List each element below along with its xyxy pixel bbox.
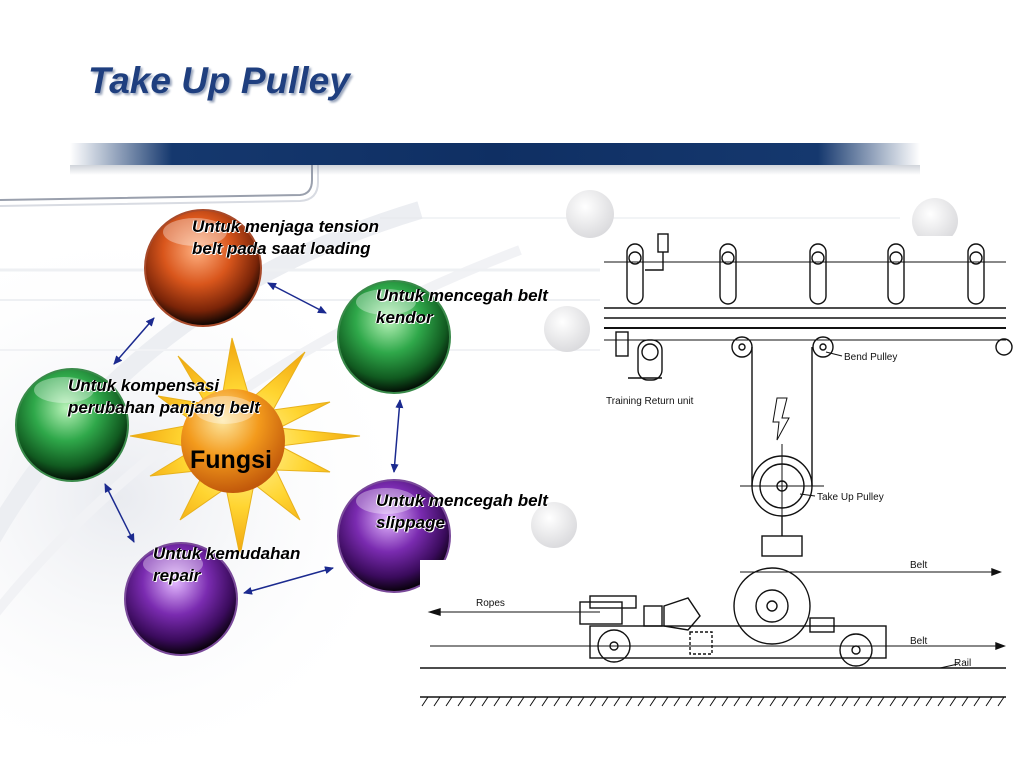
function-label-slippage: Untuk mencegah belt slippage (376, 490, 548, 534)
label-take-up-pulley: Take Up Pulley (817, 492, 884, 503)
function-label-line: kendor (376, 308, 433, 327)
training-linkage (645, 252, 664, 271)
function-label-line: perubahan panjang belt (68, 398, 260, 417)
connector-arrow (104, 483, 135, 543)
bend-pulley-right (812, 336, 834, 358)
take-up-carriage (589, 625, 887, 659)
leader-line (825, 351, 843, 357)
carriage-bracket (809, 617, 835, 633)
label-rail: Rail (954, 658, 971, 669)
training-return-roller (641, 343, 659, 361)
horizontal-take-up-axle (766, 600, 778, 612)
function-label-line: Untuk mencegah belt (376, 491, 548, 510)
sphere-kendor (337, 280, 451, 394)
belt-bottom-arrow (995, 641, 1006, 651)
label-ropes: Ropes (476, 598, 505, 609)
training-return-unit (637, 339, 663, 381)
title-banner (70, 143, 920, 165)
center-sphere (181, 389, 285, 493)
training-return-unit (615, 331, 629, 357)
rope-clamp-top (589, 595, 637, 609)
horizontal-take-up-pulley (733, 567, 811, 645)
carriage-plate (689, 631, 713, 655)
connector-arrow (243, 566, 334, 595)
label-belt-top: Belt (910, 560, 927, 571)
label-training-return-unit: Training Return unit (606, 396, 694, 407)
center-label: Fungsi (190, 446, 272, 474)
sphere-kompensasi (15, 368, 129, 482)
rope-yoke (663, 597, 701, 631)
function-label-line: slippage (376, 513, 445, 532)
function-label-line: Untuk kemudahan (153, 544, 301, 563)
label-belt-bottom: Belt (910, 636, 927, 647)
title-banner-shadow (70, 165, 920, 175)
bend-pulley-axle (819, 343, 827, 351)
function-label-line: repair (153, 566, 201, 585)
connector-arrow (267, 282, 327, 314)
sphere-tension (144, 209, 262, 327)
tension-arrow (772, 397, 790, 441)
function-label-line: Untuk kompensasi (68, 376, 220, 395)
function-label-line: Untuk menjaga tension (192, 217, 380, 236)
idler-group (626, 243, 985, 305)
floor-hatching (421, 696, 1005, 707)
rail-leader (939, 663, 959, 669)
rope-clamp (579, 601, 623, 625)
connector-arrow (113, 317, 155, 365)
leader-line (799, 493, 816, 497)
sphere-repair (124, 542, 238, 656)
carriage-wheel-right (839, 633, 873, 667)
decorative-dot (544, 306, 590, 352)
slide-title: Take Up Pulley (88, 60, 350, 101)
label-bend-pulley: Bend Pulley (844, 352, 897, 363)
drawing-panel-bottom (420, 560, 1006, 710)
center-sphere-highlight (195, 396, 255, 424)
horizontal-take-up-hub (755, 589, 789, 623)
counterweight (761, 535, 803, 557)
function-label-kendor: Untuk mencegah belt kendor (376, 285, 548, 329)
decorative-dot (531, 502, 577, 548)
ropes-arrow (427, 608, 441, 616)
belt-top-arrow (991, 567, 1002, 577)
bend-pulley-axle (738, 343, 746, 351)
function-label-tension: Untuk menjaga tension belt pada saat loa… (192, 216, 379, 260)
connector-arrow (390, 399, 404, 473)
bend-pulley-edge (995, 338, 1013, 356)
function-label-repair: Untuk kemudahan repair (153, 543, 300, 587)
function-label-line: Untuk mencegah belt (376, 286, 548, 305)
function-label-kompensasi: Untuk kompensasi perubahan panjang belt (68, 375, 260, 419)
decorative-dot (566, 190, 614, 238)
drawing-panel-top (604, 236, 1006, 564)
function-label-line: belt pada saat loading (192, 239, 371, 258)
